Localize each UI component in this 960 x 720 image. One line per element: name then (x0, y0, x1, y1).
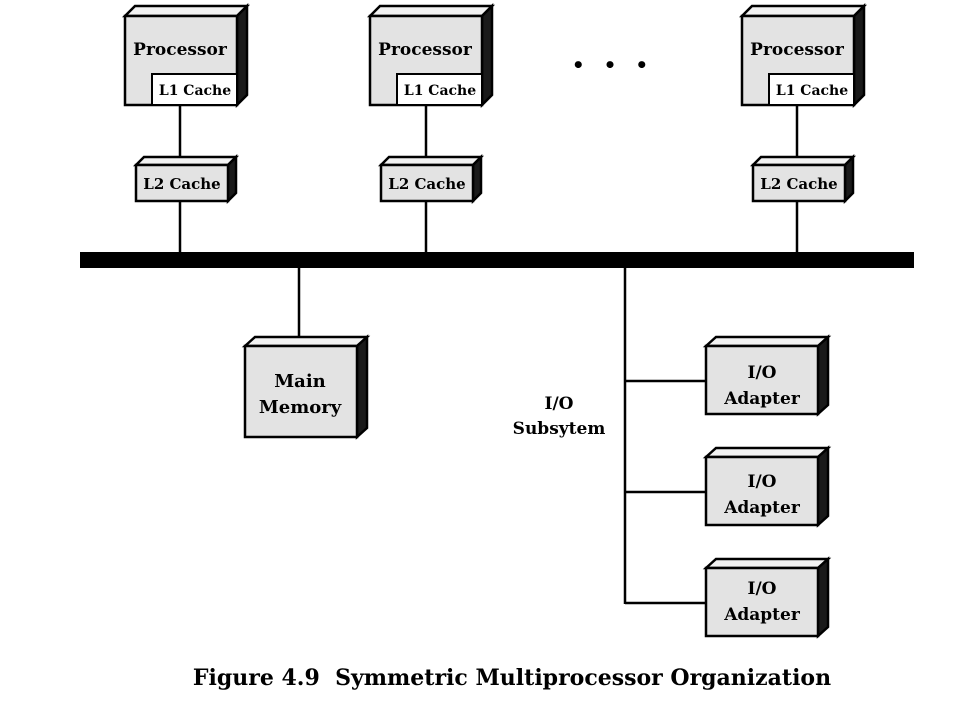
l1-cache-label: L1 Cache (404, 83, 476, 99)
processor-node-3: Processor L1 Cache L2 Cache (738, 2, 868, 252)
l1-cache-box (768, 73, 855, 106)
io-adapter-box (704, 455, 820, 527)
io-adapter-box (704, 344, 820, 416)
io-subsystem-label-line2: Subsytem (513, 419, 606, 439)
l1-cache-box (396, 73, 483, 106)
main-memory-label-line1: Main (274, 371, 326, 392)
io-adapter-1: I/O Adapter (625, 334, 832, 417)
l2-cache-box (751, 163, 847, 203)
l2-cache-label: L2 Cache (143, 175, 220, 193)
io-adapter-label-line2: Adapter (723, 605, 801, 625)
io-adapter-label-line2: Adapter (723, 389, 801, 409)
processor-node-2: Processor L1 Cache L2 Cache (366, 2, 496, 252)
l1-cache-label: L1 Cache (776, 83, 848, 99)
io-adapter-3: I/O Adapter (625, 556, 832, 639)
io-subsystem-label-line1: I/O (545, 394, 574, 414)
l2-cache-label: L2 Cache (760, 175, 837, 193)
figure-caption: Figure 4.9 Symmetric Multiprocessor Orga… (193, 665, 831, 691)
io-adapter-label-line1: I/O (748, 363, 777, 383)
main-memory-box (243, 344, 359, 439)
processor-label: Processor (750, 40, 845, 60)
processor-label: Processor (378, 40, 473, 60)
l1-cache-box (151, 73, 238, 106)
main-memory-label-line2: Memory (259, 397, 342, 418)
l2-cache-label: L2 Cache (388, 175, 465, 193)
l1-cache-label: L1 Cache (159, 83, 231, 99)
io-adapter-2: I/O Adapter (625, 445, 832, 528)
system-bus (80, 252, 914, 268)
processor-node-1: Processor L1 Cache L2 Cache (121, 2, 251, 252)
more-processors-ellipsis: • • • (572, 53, 654, 77)
io-adapter-box (704, 566, 820, 638)
io-adapter-label-line1: I/O (748, 579, 777, 599)
l2-cache-box (379, 163, 475, 203)
l2-cache-box (134, 163, 230, 203)
io-adapter-label-line2: Adapter (723, 498, 801, 518)
io-adapter-label-line1: I/O (748, 472, 777, 492)
io-subsystem: I/O Subsytem I/O Adapter I/O Adapter I/ (513, 268, 832, 639)
processor-label: Processor (133, 40, 228, 60)
main-memory-node: Main Memory (241, 268, 371, 440)
